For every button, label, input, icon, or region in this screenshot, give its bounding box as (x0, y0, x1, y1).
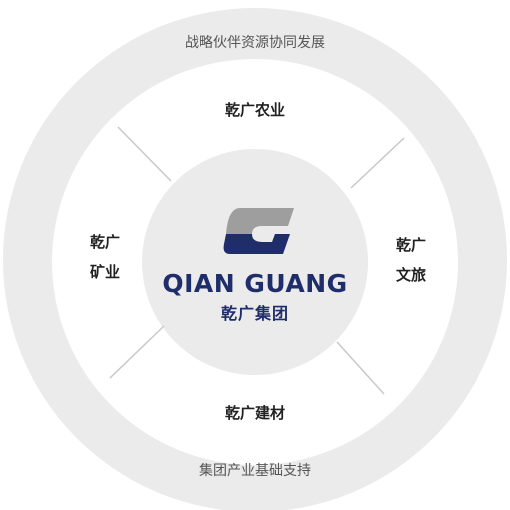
segment-left-line1: 乾广 (89, 233, 120, 251)
divider-bottom-left (109, 325, 165, 379)
divider-bottom-right (336, 341, 385, 395)
segment-right-label: 乾广 文旅 (386, 230, 436, 290)
divider-top-right (350, 137, 405, 189)
center-circle (142, 149, 368, 375)
segment-right-line2: 文旅 (395, 266, 426, 284)
segment-left-label: 乾广 矿业 (80, 227, 130, 287)
company-name-cn: 乾广集团 (220, 304, 289, 323)
segment-right-line1: 乾广 (395, 236, 426, 254)
stylized-g-icon (223, 208, 294, 254)
company-name-en: QIAN GUANG (162, 269, 348, 298)
divider-top-left (117, 126, 172, 182)
segment-bottom-label: 乾广建材 (224, 404, 285, 422)
segment-left-line2: 矿业 (89, 263, 120, 281)
outer-ring-top-text: 战略伙伴资源协同发展 (185, 35, 325, 51)
logo-navy-shape (223, 234, 290, 254)
outer-ring-bottom-text: 集团产业基础支持 (199, 463, 311, 479)
segment-top-label: 乾广农业 (224, 101, 285, 119)
logo-gray-bar (226, 208, 294, 234)
